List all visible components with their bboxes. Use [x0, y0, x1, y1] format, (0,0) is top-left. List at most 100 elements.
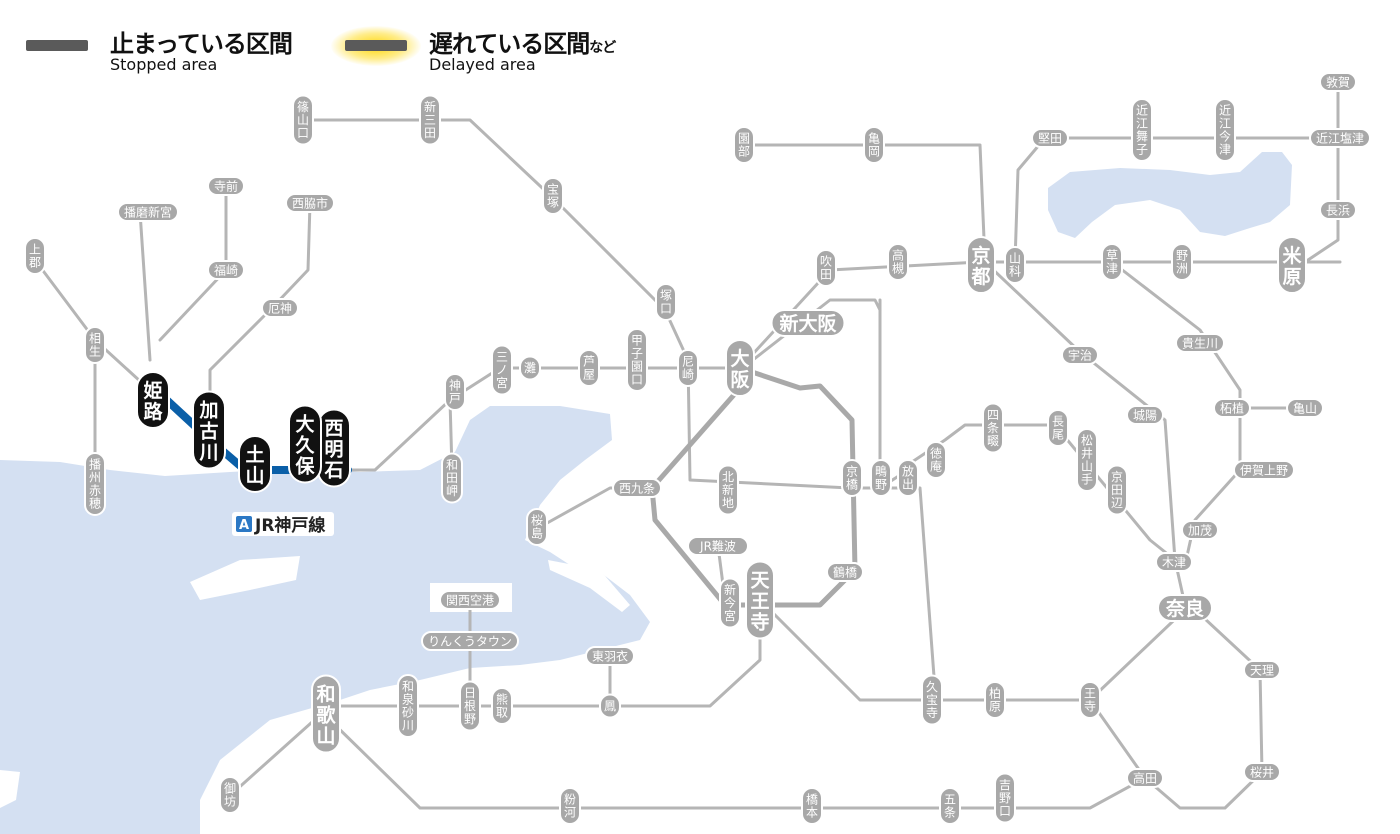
station-izumisunagawa[interactable]: 和泉砂川: [397, 674, 419, 738]
station-nishiwakishi[interactable]: 西脇市: [285, 193, 335, 213]
line-badge[interactable]: A JR神戸線: [232, 512, 334, 536]
station-gojo[interactable]: 五条: [939, 787, 961, 825]
station-omishiotsu[interactable]: 近江塩津: [1309, 128, 1371, 148]
station-himeji[interactable]: 姫路: [136, 371, 170, 429]
station-takada[interactable]: 高田: [1126, 768, 1164, 788]
station-koshienguchi[interactable]: 甲子園口: [626, 328, 648, 392]
station-shinsanda[interactable]: 新三田: [419, 94, 441, 146]
station-omiimazu[interactable]: 近江今津: [1214, 98, 1236, 162]
station-pill: [815, 249, 837, 287]
station-nagao[interactable]: 長尾: [1047, 409, 1069, 447]
station-harimashingu[interactable]: 播磨新宮: [117, 202, 179, 222]
station-matsuiyamate[interactable]: 松井山手: [1076, 428, 1098, 492]
station-label: 伊賀上野: [1240, 464, 1288, 478]
station-tokuan[interactable]: 徳庵: [925, 441, 947, 479]
station-kyoto[interactable]: 京都: [966, 236, 996, 294]
station-pill: [1175, 333, 1225, 353]
station-shijonawate[interactable]: 四条畷: [982, 402, 1004, 454]
station-kyotanabe[interactable]: 京田辺: [1106, 464, 1128, 516]
station-ashiya[interactable]: 芦屋: [578, 349, 600, 387]
station-oji[interactable]: 王寺: [1079, 681, 1101, 719]
station-yoshinoguchi[interactable]: 吉野口: [994, 772, 1016, 824]
station-pill: [745, 560, 775, 640]
station-kashiwara[interactable]: 柏原: [984, 681, 1006, 719]
station-takatsuki[interactable]: 高槻: [887, 243, 909, 281]
station-tsuruhashi[interactable]: 鶴橋: [826, 562, 864, 582]
station-suita[interactable]: 吹田: [815, 249, 837, 287]
station-yamashina[interactable]: 山科: [1004, 246, 1026, 284]
station-kameoka[interactable]: 亀岡: [863, 126, 885, 164]
station-label: 長浜: [1326, 204, 1350, 218]
station-igaueno[interactable]: 伊賀上野: [1233, 460, 1295, 480]
station-nada[interactable]: 灘: [519, 355, 541, 381]
station-kibukawa[interactable]: 貴生川: [1175, 333, 1225, 353]
station-amagasaki[interactable]: 尼崎: [677, 349, 699, 387]
station-hineno[interactable]: 日根野: [459, 680, 481, 732]
station-label: 米原: [1282, 244, 1302, 288]
station-nara[interactable]: 奈良: [1157, 594, 1213, 622]
station-rinkutown[interactable]: りんくうタウン: [421, 631, 519, 651]
station-tsukaguchi[interactable]: 塚口: [655, 283, 677, 321]
legend-delayed-en: Delayed area: [429, 55, 536, 74]
station-kyobashi[interactable]: 京橋: [841, 459, 863, 497]
station-teramae[interactable]: 寺前: [207, 176, 245, 196]
station-takarazuka[interactable]: 宝塚: [542, 177, 564, 215]
station-nagahama[interactable]: 長浜: [1319, 200, 1357, 220]
station-wadamisaki[interactable]: 和田岬: [441, 452, 463, 504]
station-wakayama[interactable]: 和歌山: [311, 674, 341, 754]
station-gobo[interactable]: 御坊: [219, 776, 241, 814]
station-yakujin[interactable]: 厄神: [261, 298, 299, 318]
station-kamigori[interactable]: 上郡: [24, 237, 46, 275]
station-tenri[interactable]: 天理: [1243, 660, 1281, 680]
station-shigino[interactable]: 鴫野: [870, 459, 892, 497]
station-kameyama[interactable]: 亀山: [1286, 398, 1324, 418]
station-kokawa[interactable]: 粉河: [559, 787, 581, 825]
station-kitashinchi[interactable]: 北新地: [717, 464, 739, 516]
station-shinimamiya[interactable]: 新今宮: [719, 577, 741, 629]
station-omimaiko[interactable]: 近江舞子: [1131, 98, 1153, 162]
station-pill: [526, 508, 548, 546]
station-label: 熊取: [496, 692, 508, 720]
station-sakurai[interactable]: 桜井: [1243, 762, 1281, 782]
station-katata[interactable]: 堅田: [1031, 128, 1069, 148]
delayed-swatch: [345, 40, 407, 51]
station-nishikujo[interactable]: 西九条: [612, 478, 662, 498]
station-banshuako[interactable]: 播州赤穂: [84, 452, 106, 516]
station-yasu[interactable]: 野洲: [1171, 243, 1193, 281]
station-kamo[interactable]: 加茂: [1181, 520, 1219, 540]
station-kusatsu[interactable]: 草津: [1101, 243, 1123, 281]
station-kyuhoji[interactable]: 久宝寺: [921, 674, 943, 726]
station-dozan[interactable]: 土山: [238, 435, 272, 493]
station-fukusaki[interactable]: 福崎: [207, 260, 245, 280]
station-maibara[interactable]: 米原: [1277, 236, 1307, 294]
station-kumatori[interactable]: 熊取: [491, 687, 513, 725]
station-pill: [1031, 128, 1069, 148]
station-otori[interactable]: 鳳: [599, 693, 621, 719]
station-sonobe[interactable]: 園部: [733, 126, 755, 164]
station-tsuge[interactable]: 柘植: [1213, 398, 1251, 418]
station-nishiakashi[interactable]: 西明石: [317, 408, 351, 488]
station-higashihagoromo[interactable]: 東羽衣: [585, 646, 635, 666]
station-aioi[interactable]: 相生: [84, 326, 106, 364]
station-jrnamba[interactable]: JR難波: [687, 536, 749, 556]
station-tsuruga[interactable]: 敦賀: [1319, 72, 1357, 92]
station-joyo[interactable]: 城陽: [1126, 405, 1164, 425]
station-hashimoto[interactable]: 橋本: [801, 787, 823, 825]
station-kizu[interactable]: 木津: [1155, 552, 1193, 572]
station-kobe[interactable]: 神戸: [444, 373, 466, 411]
station-pill: [1243, 762, 1281, 782]
station-sasayamaguchi[interactable]: 篠山口: [292, 94, 314, 146]
station-label: 野洲: [1176, 249, 1188, 276]
station-pill: [921, 674, 943, 726]
station-label: 相生: [89, 332, 101, 359]
station-sannomiya[interactable]: 三ノ宮: [491, 344, 513, 396]
station-shinosaka[interactable]: 新大阪: [770, 309, 846, 337]
station-uji[interactable]: 宇治: [1061, 345, 1099, 365]
station-tennoji[interactable]: 天王寺: [745, 560, 775, 640]
station-sakurajima[interactable]: 桜島: [526, 508, 548, 546]
station-kansaiairport[interactable]: 関西空港: [439, 590, 501, 610]
station-kakogawa[interactable]: 加古川: [192, 390, 226, 470]
station-osaka[interactable]: 大阪: [725, 339, 755, 397]
station-okubo[interactable]: 大久保: [288, 404, 322, 484]
station-hanaten[interactable]: 放出: [897, 459, 919, 497]
